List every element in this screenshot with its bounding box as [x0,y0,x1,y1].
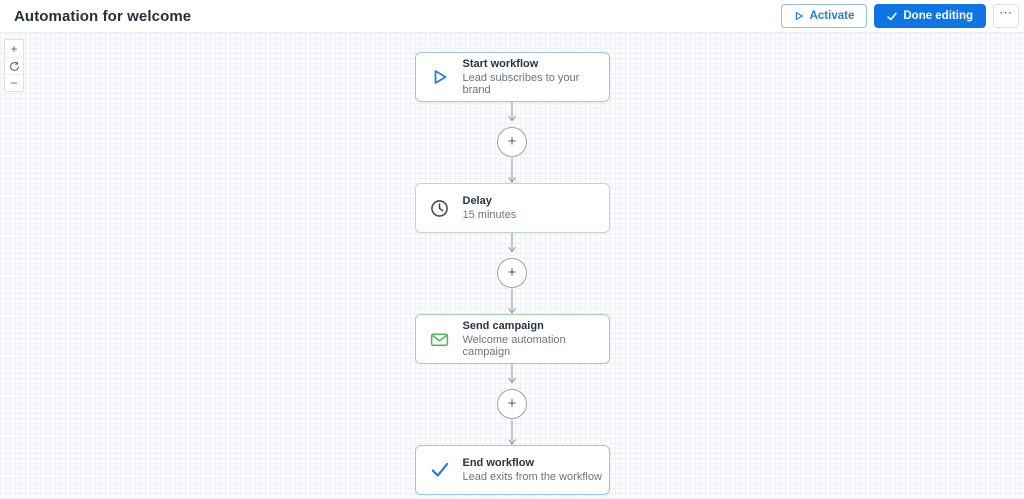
refresh-icon [9,61,20,72]
arrow-down-icon [508,158,516,183]
header-bar: Automation for welcome Activate Done edi… [0,0,1024,33]
activate-label: Activate [809,10,855,22]
add-step-button[interactable]: + [497,258,527,288]
arrow-down-icon [508,233,516,253]
zoom-in-button[interactable]: + [5,40,23,57]
node-subtitle: Lead subscribes to your brand [462,72,580,96]
zoom-toolbar: + − [4,39,24,92]
workflow-canvas[interactable]: + − Start workflow Lead subscribes to yo… [0,33,1024,499]
done-editing-button[interactable]: Done editing [874,4,986,28]
connector: + [497,364,527,445]
zoom-reset-button[interactable] [5,57,23,74]
arrow-down-icon [508,289,516,314]
ellipsis-icon: ⋯ [999,5,1013,20]
node-subtitle: Welcome automation campaign [462,334,566,358]
arrow-down-icon [508,102,516,122]
clock-icon [429,197,451,219]
node-text: Start workflow Lead subscribes to your b… [463,58,609,96]
check-icon [429,459,451,481]
node-title: Delay [462,195,492,207]
header-actions: Activate Done editing ⋯ [780,4,1019,28]
arrow-down-icon [508,420,516,445]
node-title: Start workflow [462,58,539,70]
arrow-down-icon [508,364,516,384]
add-step-button[interactable]: + [497,127,527,157]
workflow-column: Start workflow Lead subscribes to your b… [0,33,1024,499]
node-text: End workflow Lead exits from the workflo… [463,457,602,483]
add-step-button[interactable]: + [497,389,527,419]
check-small-icon [887,12,898,21]
node-subtitle: 15 minutes [462,209,517,221]
workflow-node-send-campaign[interactable]: Send campaign Welcome automation campaig… [414,314,610,364]
connector: + [497,102,527,183]
workflow-node-delay[interactable]: Delay 15 minutes [414,183,610,233]
node-text: Send campaign Welcome automation campaig… [463,320,609,358]
node-title: Send campaign [462,320,544,332]
workflow-node-start[interactable]: Start workflow Lead subscribes to your b… [414,52,610,102]
connector: + [497,233,527,314]
workflow-node-end[interactable]: End workflow Lead exits from the workflo… [414,445,610,495]
page-title: Automation for welcome [14,7,192,25]
more-options-button[interactable]: ⋯ [993,4,1019,28]
activate-button[interactable]: Activate [780,4,868,28]
play-outline-icon [794,11,804,21]
play-icon [429,66,451,88]
node-text: Delay 15 minutes [463,195,517,221]
node-title: End workflow [462,457,535,469]
zoom-out-button[interactable]: − [5,74,23,91]
node-subtitle: Lead exits from the workflow [462,471,602,483]
done-editing-label: Done editing [903,10,973,22]
envelope-icon [429,328,451,350]
